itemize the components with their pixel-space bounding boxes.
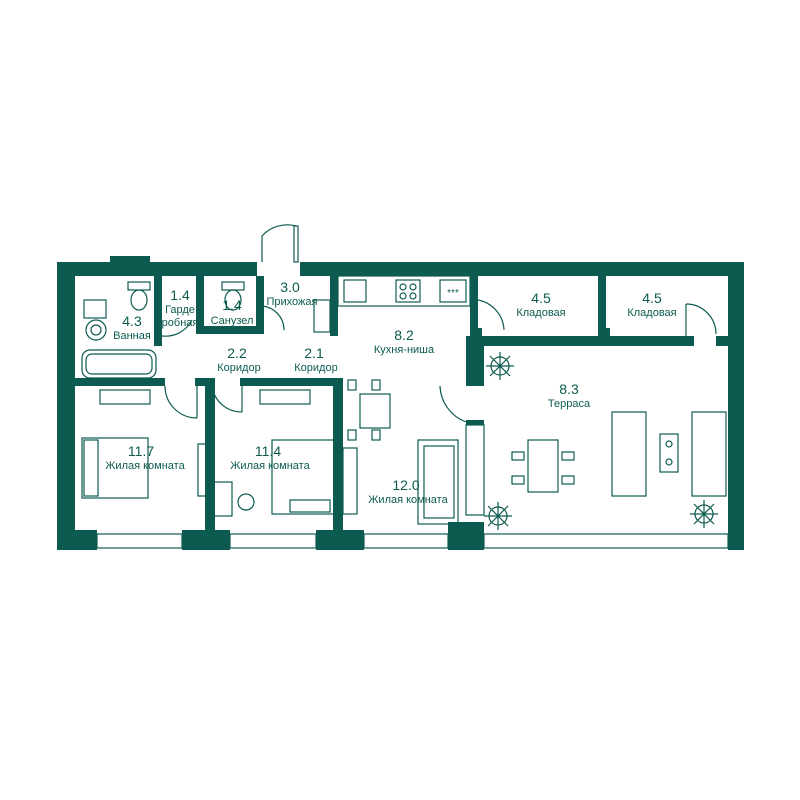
room-label-corridor-1: 2.2 Коридор bbox=[217, 345, 260, 374]
room-area: 3.0 bbox=[280, 279, 300, 295]
room-label-hallway: 3.0 Прихожая bbox=[267, 279, 318, 308]
room-area: 8.3 bbox=[559, 381, 579, 397]
room-name: Жилая комната bbox=[230, 460, 310, 472]
room-labels: 4.3 Ванная 1.4 Гарде робная 1.4 Санузел … bbox=[105, 279, 676, 506]
room-name: Кухня-ниша bbox=[374, 344, 435, 356]
room-name: Коридор bbox=[217, 362, 260, 374]
stove-dots: *** bbox=[447, 288, 459, 299]
room-name: Прихожая bbox=[267, 296, 318, 308]
room-label-corridor-2: 2.1 Коридор bbox=[294, 345, 337, 374]
room-label-living-1: 11.7 Жилая комната bbox=[105, 443, 185, 472]
room-area: 4.3 bbox=[122, 313, 142, 329]
room-area: 8.2 bbox=[394, 327, 414, 343]
room-name-line1: Гарде bbox=[165, 304, 195, 316]
room-name: Терраса bbox=[548, 398, 591, 410]
doors bbox=[161, 224, 717, 423]
room-area: 2.2 bbox=[227, 345, 247, 361]
room-name-line2: робная bbox=[162, 317, 199, 329]
room-label-wc: 1.4 Санузел bbox=[211, 297, 254, 327]
room-label-terrace: 8.3 Терраса bbox=[548, 381, 591, 410]
fixtures bbox=[81, 275, 727, 530]
windows bbox=[96, 424, 485, 549]
room-label-living-2: 11.4 Жилая комната bbox=[230, 443, 310, 472]
room-name: Коридор bbox=[294, 362, 337, 374]
room-label-kitchen: 8.2 Кухня-ниша bbox=[374, 327, 435, 356]
room-area: 12.0 bbox=[392, 477, 419, 493]
room-name: Кладовая bbox=[516, 307, 565, 319]
room-name: Жилая комната bbox=[105, 460, 185, 472]
room-area: 1.4 bbox=[170, 287, 190, 303]
room-name: Санузел bbox=[211, 315, 254, 327]
room-area: 4.5 bbox=[642, 290, 662, 306]
room-area: 2.1 bbox=[304, 345, 324, 361]
room-label-bathroom: 4.3 Ванная bbox=[113, 313, 151, 342]
room-name: Кладовая bbox=[627, 307, 676, 319]
room-label-living-3: 12.0 Жилая комната bbox=[368, 477, 448, 506]
room-name: Жилая комната bbox=[368, 494, 448, 506]
room-area: 11.7 bbox=[128, 443, 154, 459]
walls bbox=[57, 256, 744, 550]
room-label-storage-1: 4.5 Кладовая bbox=[516, 290, 565, 319]
room-area: 1.4 bbox=[222, 297, 242, 313]
room-area: 11.4 bbox=[255, 443, 281, 459]
room-area: 4.5 bbox=[531, 290, 551, 306]
room-label-wardrobe: 1.4 Гарде робная bbox=[162, 287, 199, 329]
room-label-storage-2: 4.5 Кладовая bbox=[627, 290, 676, 319]
room-name: Ванная bbox=[113, 330, 151, 342]
